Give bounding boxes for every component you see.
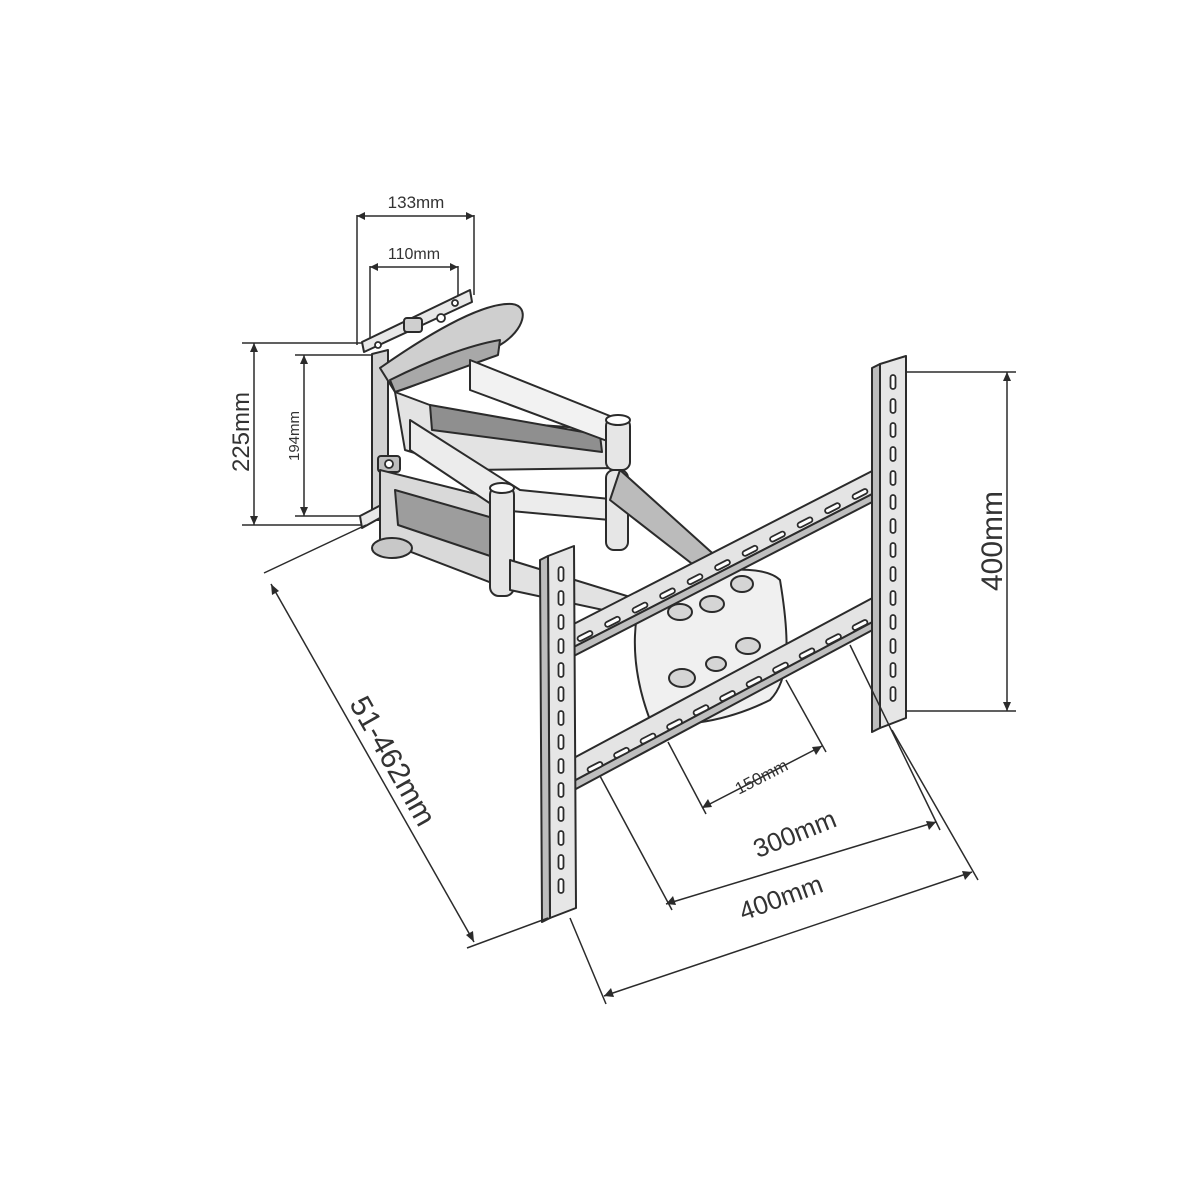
mounting-slot bbox=[557, 638, 565, 654]
mounting-slot bbox=[557, 806, 565, 822]
dim-vesa-height: 400mm bbox=[906, 371, 1016, 712]
dim-wall-plate-width: 133mm 110mm bbox=[356, 193, 475, 345]
mounting-slot bbox=[889, 518, 897, 534]
mounting-slot bbox=[798, 647, 816, 660]
bracket-slots bbox=[557, 374, 897, 894]
mounting-slot bbox=[851, 488, 869, 500]
mounting-slot bbox=[889, 374, 897, 390]
mounting-slot bbox=[889, 470, 897, 486]
mounting-slot bbox=[557, 830, 565, 846]
mounting-slot bbox=[889, 590, 897, 606]
mounting-slot bbox=[772, 661, 789, 674]
mounting-slot bbox=[639, 732, 657, 745]
mounting-slot bbox=[692, 704, 710, 717]
mounting-slot bbox=[557, 590, 565, 606]
mounting-slot bbox=[604, 615, 621, 628]
dim-label-400-width: 400mm bbox=[735, 869, 827, 927]
vertical-bracket-right bbox=[871, 355, 907, 733]
mounting-slot bbox=[889, 614, 897, 630]
mounting-slot bbox=[613, 746, 630, 759]
mounting-slot bbox=[557, 614, 565, 630]
mounting-slot bbox=[586, 761, 604, 773]
mounting-slot bbox=[889, 542, 897, 558]
swing-arm-upper bbox=[379, 302, 631, 471]
mounting-slot bbox=[557, 758, 565, 774]
mounting-slot bbox=[889, 638, 897, 654]
mounting-slot bbox=[825, 633, 842, 646]
mounting-slot bbox=[889, 446, 897, 462]
mounting-slot bbox=[741, 544, 759, 557]
mounting-slot bbox=[889, 398, 897, 414]
mounting-slot bbox=[714, 559, 731, 571]
mounting-slot bbox=[557, 710, 565, 726]
mounting-slot bbox=[557, 686, 565, 702]
mounting-slot bbox=[576, 630, 594, 642]
dim-label-225: 225mm bbox=[228, 392, 255, 472]
dim-label-133: 133mm bbox=[388, 193, 445, 212]
mounting-slot bbox=[666, 718, 683, 731]
vertical-bracket-left bbox=[539, 545, 577, 923]
mounting-slot bbox=[889, 566, 897, 582]
mounting-slot bbox=[889, 662, 897, 678]
dim-label-extension: 51-462mm bbox=[343, 691, 442, 832]
mounting-slot bbox=[824, 502, 841, 515]
mounting-slot bbox=[659, 587, 676, 600]
dim-wall-plate-height: 225mm 194mm bbox=[228, 342, 372, 526]
mounting-slot bbox=[769, 530, 786, 543]
mounting-slot bbox=[557, 734, 565, 750]
mounting-slot bbox=[889, 422, 897, 438]
mounting-slot bbox=[889, 494, 897, 510]
mounting-slot bbox=[686, 573, 704, 586]
dim-label-vesa-height: 400mm bbox=[976, 491, 1009, 591]
dim-label-194: 194mm bbox=[286, 411, 303, 461]
mounting-slot bbox=[557, 566, 565, 582]
mounting-slot bbox=[796, 516, 814, 529]
mounting-slot bbox=[557, 878, 565, 894]
mounting-slot bbox=[557, 854, 565, 870]
mounting-slot bbox=[719, 690, 736, 702]
dim-label-110: 110mm bbox=[388, 246, 440, 263]
mounting-slot bbox=[557, 662, 565, 678]
mounting-slot bbox=[889, 686, 897, 702]
rail-slots bbox=[576, 488, 869, 773]
mounting-slot bbox=[745, 675, 763, 688]
mounting-slot bbox=[557, 782, 565, 798]
mounting-slot bbox=[631, 601, 649, 614]
mounting-slot bbox=[851, 619, 869, 631]
dim-label-150: 150mm bbox=[732, 756, 791, 799]
